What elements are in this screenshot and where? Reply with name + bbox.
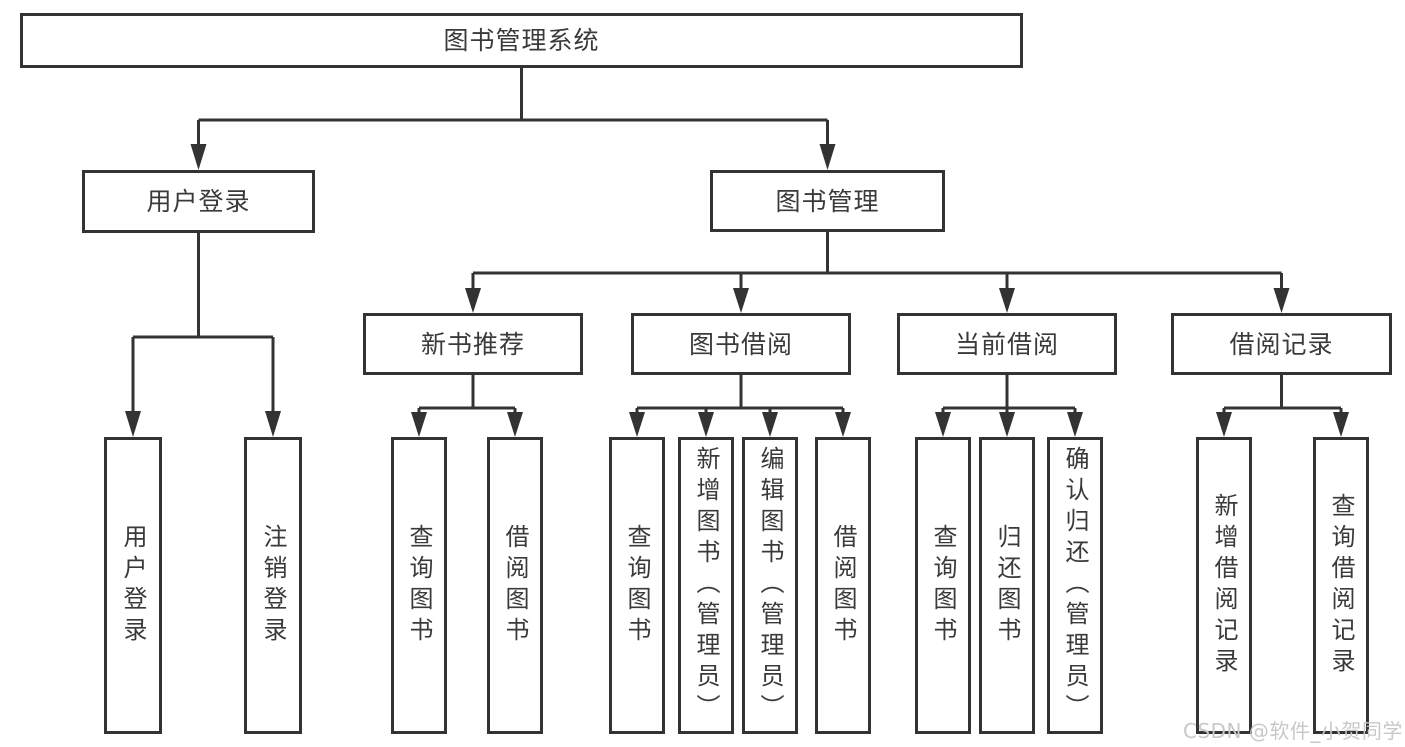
node-label: 查询图书 [405, 523, 433, 648]
node-label: 借阅图书 [829, 523, 857, 648]
connector-records-to-leaves [1216, 375, 1349, 437]
arrowhead-icon [465, 288, 481, 313]
node-root-library-system: 图书管理系统 [20, 13, 1023, 68]
connector-line [131, 233, 275, 413]
leaf-query-books: 查询图书 [391, 437, 447, 734]
connector-userlogin-to-leaves [125, 233, 281, 437]
connector-current-to-leaves [935, 375, 1083, 437]
arrowhead-icon [835, 412, 851, 437]
csdn-watermark: CSDN @软件_小贺同学 [1183, 719, 1403, 743]
node-label: 查询图书 [623, 523, 651, 648]
leaf-confirm-return-admin: 确认归还（管理员） [1047, 437, 1103, 734]
leaf-user-logout: 注销登录 [244, 437, 302, 734]
node-label: 用户登录 [146, 187, 251, 216]
connector-line [1222, 375, 1343, 414]
node-new-book-recommend: 新书推荐 [363, 313, 583, 375]
connector-line [417, 375, 517, 414]
arrowhead-icon [698, 412, 714, 437]
arrowhead-icon [507, 412, 523, 437]
arrowhead-icon [629, 412, 645, 437]
node-label: 借阅图书 [501, 523, 529, 648]
connector-line [471, 232, 1283, 290]
arrowhead-icon [762, 412, 778, 437]
node-user-login: 用户登录 [82, 170, 315, 233]
node-label: 归还图书 [993, 523, 1021, 648]
node-book-management: 图书管理 [710, 170, 945, 232]
node-label: 图书借阅 [688, 329, 793, 359]
arrowhead-icon [999, 288, 1015, 313]
leaf-query-borrow-record: 查询借阅记录 [1313, 437, 1369, 734]
leaf-add-borrow-record: 新增借阅记录 [1196, 437, 1252, 734]
node-label: 查询借阅记录 [1327, 492, 1355, 679]
arrowhead-icon [999, 412, 1015, 437]
node-label: 图书管理系统 [443, 26, 600, 55]
leaf-add-books-admin: 新增图书（管理员） [678, 437, 734, 734]
leaf-query-books-3: 查询图书 [915, 437, 971, 734]
arrowhead-icon [733, 288, 749, 313]
node-label: 图书管理 [775, 186, 880, 216]
node-label: 借阅记录 [1229, 329, 1334, 359]
leaf-return-books: 归还图书 [979, 437, 1035, 734]
node-label: 用户登录 [119, 523, 147, 648]
node-label: 新增图书（管理员） [692, 446, 720, 725]
node-book-borrowing: 图书借阅 [631, 313, 851, 375]
arrowhead-icon [1067, 412, 1083, 437]
node-current-borrowing: 当前借阅 [897, 313, 1117, 375]
node-label: 注销登录 [259, 523, 287, 648]
connector-line [941, 375, 1077, 414]
connector-borrowing-to-leaves [629, 375, 851, 437]
leaf-user-login: 用户登录 [104, 437, 162, 734]
arrowhead-icon [819, 144, 836, 170]
connector-root-to-level2 [190, 68, 836, 170]
leaf-query-books-2: 查询图书 [609, 437, 665, 734]
connector-line [635, 375, 845, 414]
leaf-borrow-books-2: 借阅图书 [815, 437, 871, 734]
node-label: 编辑图书（管理员） [756, 446, 784, 725]
node-label: 新增借阅记录 [1210, 492, 1238, 679]
connector-newbooks-to-leaves [411, 375, 523, 437]
node-label: 新书推荐 [420, 329, 525, 359]
arrowhead-icon [125, 411, 141, 437]
leaf-borrow-books: 借阅图书 [487, 437, 543, 734]
arrowhead-icon [190, 144, 207, 170]
arrowhead-icon [1216, 412, 1232, 437]
arrowhead-icon [1333, 412, 1349, 437]
arrowhead-icon [411, 412, 427, 437]
leaf-edit-books-admin: 编辑图书（管理员） [742, 437, 798, 734]
node-label: 当前借阅 [954, 329, 1059, 359]
node-borrow-records: 借阅记录 [1171, 313, 1392, 375]
node-label: 查询图书 [929, 523, 957, 648]
arrowhead-icon [935, 412, 951, 437]
connector-line [197, 68, 829, 146]
node-label: 确认归还（管理员） [1061, 446, 1089, 725]
connector-bookmgmt-to-level3 [465, 232, 1290, 313]
arrowhead-icon [265, 411, 281, 437]
arrowhead-icon [1273, 288, 1290, 313]
